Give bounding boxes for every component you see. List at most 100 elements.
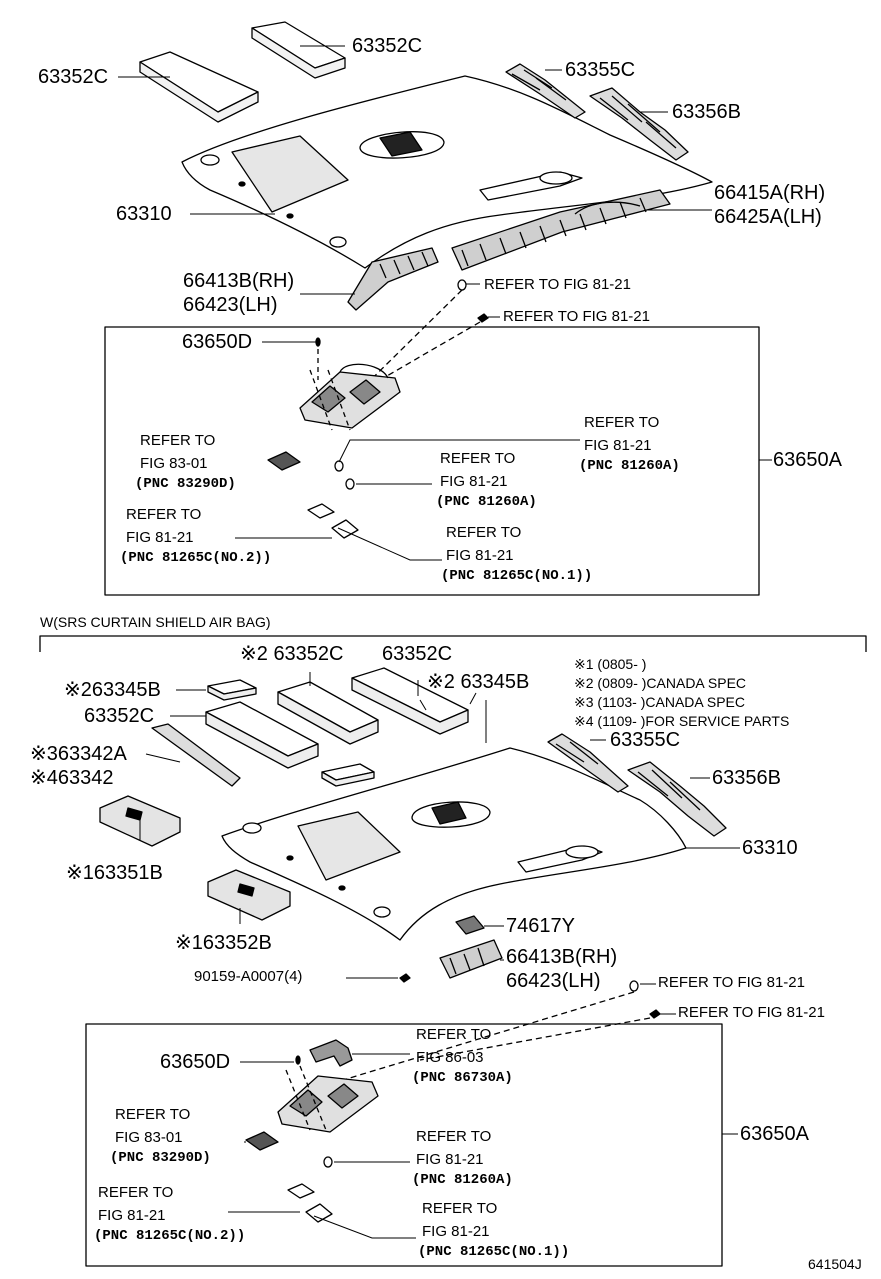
pnc-code: (PNC 81265C(NO.2)) [94, 1228, 246, 1244]
ref-text: REFER TO [126, 506, 202, 523]
map-lamp-63650a-upper [299, 340, 401, 431]
strip-63342a [151, 723, 241, 787]
screw-90159 [399, 973, 411, 983]
ref-text: FIG 81-21 [126, 529, 194, 546]
pnc-code: (PNC 81265C(NO.1)) [441, 568, 593, 584]
leader-lines [118, 45, 772, 1239]
label-63342a: ※363342A [30, 743, 127, 765]
label-63310: 63310 [742, 837, 798, 859]
header-bracket [39, 635, 867, 652]
bulb-icon [345, 478, 355, 490]
ref-text: FIG 81-21 [416, 1151, 484, 1168]
assembly-box-lower [85, 1023, 723, 1267]
bracket-63356b-lower [627, 761, 727, 837]
note-2: ※2 (0809- )CANADA SPEC [574, 675, 747, 691]
ref-text: FIG 81-21 [422, 1223, 490, 1240]
ref-text: REFER TO [440, 450, 516, 467]
section-header: W(SRS CURTAIN SHIELD AIR BAG) [40, 614, 271, 630]
screw-icon [477, 313, 489, 323]
note-4: ※4 (1109- )FOR SERVICE PARTS [574, 713, 790, 729]
label-74617y: 74617Y [506, 915, 575, 937]
pad-63352c-b3 [205, 701, 319, 769]
assembly-box-upper [104, 326, 760, 596]
pad-63352c-right [251, 21, 346, 79]
clip-icon [629, 980, 639, 992]
label-63352c: 63352C [382, 643, 453, 665]
pnc-code: (PNC 81260A) [436, 494, 537, 510]
ref-text: REFER TO [422, 1200, 498, 1217]
label-63345b: ※2 63345B [427, 671, 530, 693]
pnc-code: (PNC 83290D) [110, 1150, 211, 1166]
bulb-icon [323, 1156, 333, 1168]
map-lamp-63650a-lower [277, 1065, 379, 1133]
clip-63650d-lower [295, 1055, 301, 1065]
bracket-63355c-lower [547, 733, 629, 793]
label-refer-fig-81-21: REFER TO FIG 81-21 [503, 308, 650, 325]
label-66423: 66423(LH) [506, 970, 601, 992]
grip-86730a [309, 1039, 353, 1067]
pnc-code: (PNC 81260A) [412, 1172, 513, 1188]
label-refer-fig-81-21: REFER TO FIG 81-21 [484, 276, 631, 293]
note-1: ※1 (0805- ) [574, 656, 647, 672]
clip-icon [457, 279, 467, 291]
bulb-icon [334, 460, 344, 472]
label-66413b: 66413B(RH) [183, 270, 295, 292]
screw-icon [649, 1009, 661, 1019]
cover-74617Y [455, 915, 485, 935]
label-63352b: ※163352B [175, 932, 272, 954]
label-63310: 63310 [116, 203, 172, 225]
pad-63352c-b2 [351, 667, 469, 735]
lens-no1-lower [305, 1203, 333, 1223]
ref-text: FIG 83-01 [140, 455, 208, 472]
pad-63345b-left [207, 679, 257, 701]
ref-text: FIG 81-21 [446, 547, 514, 564]
label-66415a: 66415A(RH) [714, 182, 826, 204]
label-63356b: 63356B [672, 101, 741, 123]
ref-text: FIG 83-01 [115, 1129, 183, 1146]
ref-text: REFER TO [416, 1026, 492, 1043]
ref-text: REFER TO [140, 432, 216, 449]
label-90159: 90159-A0007(4) [194, 968, 303, 985]
switch-icon [245, 1131, 279, 1151]
label-refer-fig-81-21: REFER TO FIG 81-21 [658, 974, 805, 991]
pnc-code: (PNC 86730A) [412, 1070, 513, 1086]
label-66413b: 66413B(RH) [506, 946, 618, 968]
ref-text: REFER TO [416, 1128, 492, 1145]
pnc-code: (PNC 81265C(NO.1)) [418, 1244, 570, 1260]
ref-text: REFER TO [584, 414, 660, 431]
lens-no2-lower [287, 1183, 315, 1199]
label-66425a: 66425A(LH) [714, 206, 822, 228]
label-63650d: 63650D [182, 331, 253, 353]
pad-63352c-left [139, 51, 259, 123]
label-63650d: 63650D [160, 1051, 231, 1073]
lens-no2-upper [307, 503, 335, 519]
trim-66413b-lower [439, 939, 503, 979]
ref-text: FIG 81-21 [584, 437, 652, 454]
label-63351b: ※163351B [66, 862, 163, 884]
pnc-code: (PNC 81265C(NO.2)) [120, 550, 272, 566]
ref-text: REFER TO [98, 1184, 174, 1201]
headliner-63310-upper [181, 75, 713, 269]
note-3: ※3 (1103- )CANADA SPEC [574, 694, 745, 710]
label-63352c-left: 63352C [38, 66, 109, 88]
headliner-63310-lower [221, 747, 687, 941]
label-refer-fig-81-21: REFER TO FIG 81-21 [678, 1004, 825, 1021]
label-63650a: 63650A [773, 449, 842, 471]
trim-66415a-upper [451, 189, 671, 271]
block-63352b [207, 869, 291, 921]
ref-text: FIG 81-21 [440, 473, 508, 490]
label-66423: 66423(LH) [183, 294, 278, 316]
pad-63352c-b1 [277, 681, 379, 745]
pnc-code: (PNC 83290D) [135, 476, 236, 492]
label-63352c: ※2 63352C [240, 643, 344, 665]
ref-text: REFER TO [446, 524, 522, 541]
label-63355c: 63355C [610, 729, 681, 751]
trim-66413b-upper [347, 247, 439, 311]
label-63342: ※463342 [30, 767, 114, 789]
pnc-code: (PNC 81260A) [579, 458, 680, 474]
switch-icon [267, 451, 301, 471]
label-63650a: 63650A [740, 1123, 809, 1145]
ref-text: REFER TO [115, 1106, 191, 1123]
label-63345b: ※263345B [64, 679, 161, 701]
